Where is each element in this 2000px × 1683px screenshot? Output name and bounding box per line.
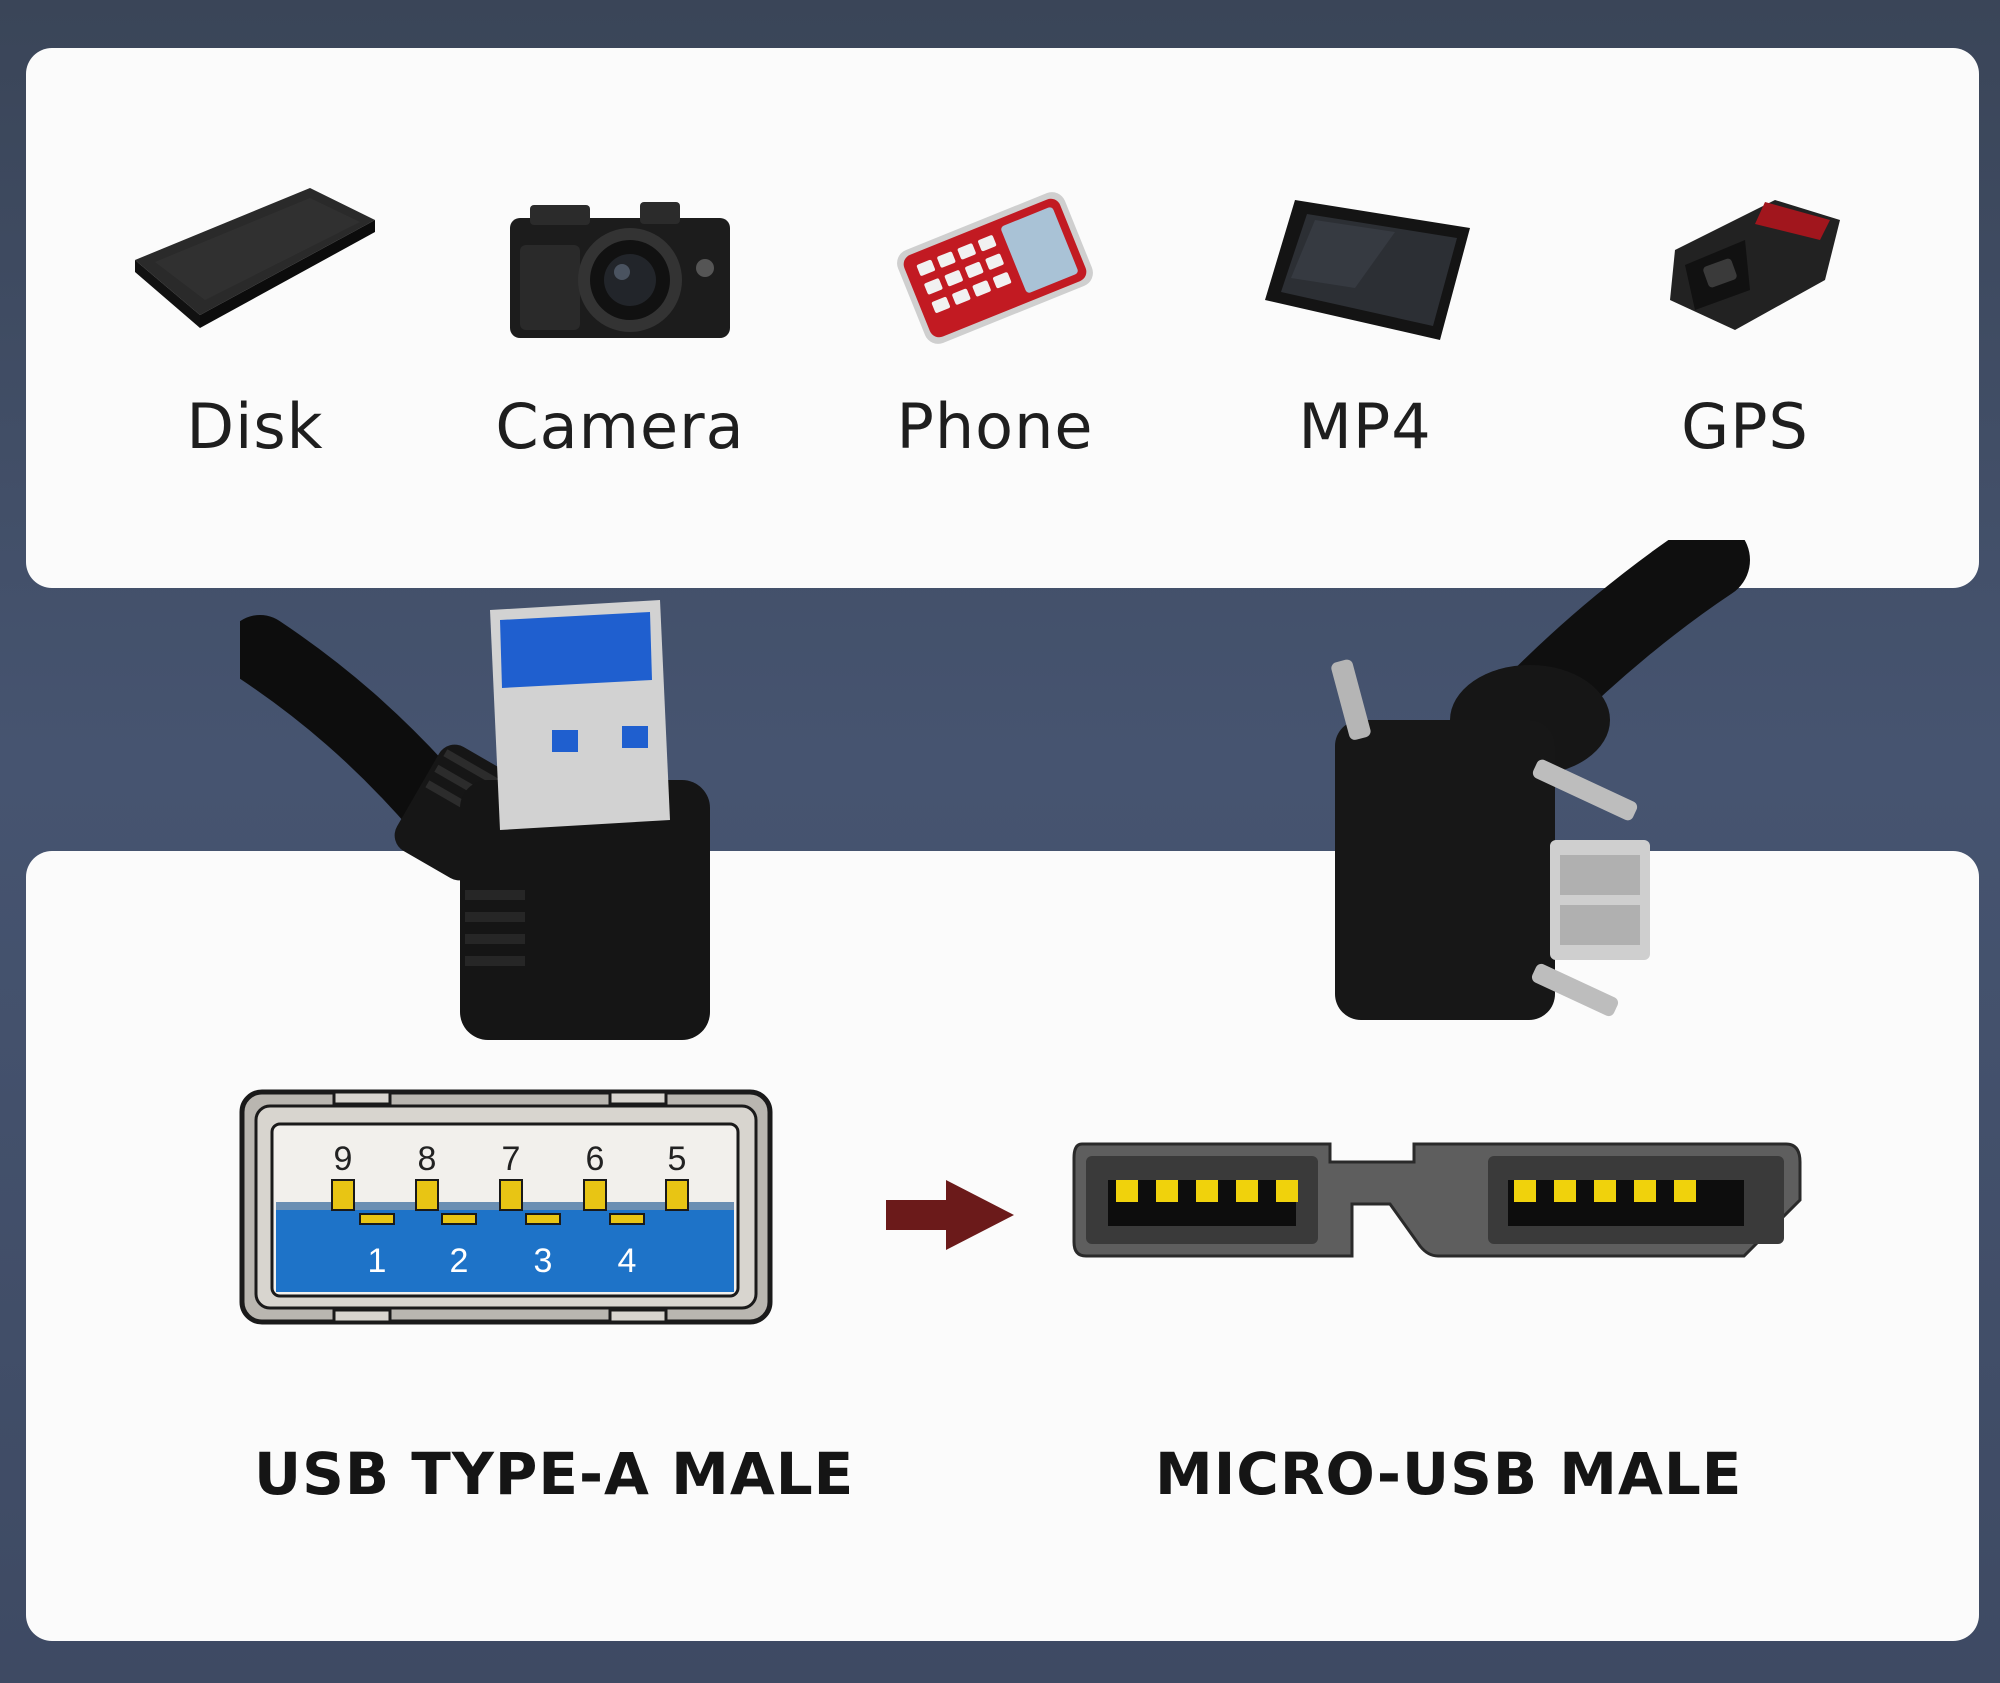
device-label: Disk [186,390,324,463]
device-phone: Phone [815,150,1175,550]
device-label: Phone [896,390,1094,463]
device-disk: Disk [75,150,435,550]
pin-label: 5 [668,1140,687,1178]
micro-usb-pinout-diagram [1072,1142,1802,1258]
phone-icon [897,192,1093,344]
pin-label: 1 [368,1242,387,1280]
pin-label: 6 [586,1140,605,1178]
device-camera: Camera [440,150,800,550]
pin-label: 9 [334,1140,353,1178]
usb-a-pinout-diagram: 9 8 7 6 5 1 2 3 4 [239,1089,773,1325]
arrow-right-icon [886,1180,1014,1250]
mp4-player-icon [1265,200,1470,340]
device-label: GPS [1681,390,1809,463]
device-label: MP4 [1298,390,1432,463]
pin-label: 4 [618,1242,637,1280]
gps-icon [1670,200,1840,330]
usb-type-a-label: USB TYPE-A MALE [254,1440,855,1508]
micro-usb-plug-image [1331,540,1750,1020]
device-mp4: MP4 [1185,150,1545,550]
pin-label: 3 [534,1242,553,1280]
usb-a-plug-image [240,600,710,1040]
pin-label: 7 [502,1140,521,1178]
camera-icon [510,202,730,338]
disk-icon [135,188,375,328]
device-label: Camera [495,390,745,463]
micro-usb-label: MICRO-USB MALE [1155,1440,1743,1508]
device-gps: GPS [1565,150,1925,550]
pin-label: 8 [418,1140,437,1178]
pin-label: 2 [450,1242,469,1280]
